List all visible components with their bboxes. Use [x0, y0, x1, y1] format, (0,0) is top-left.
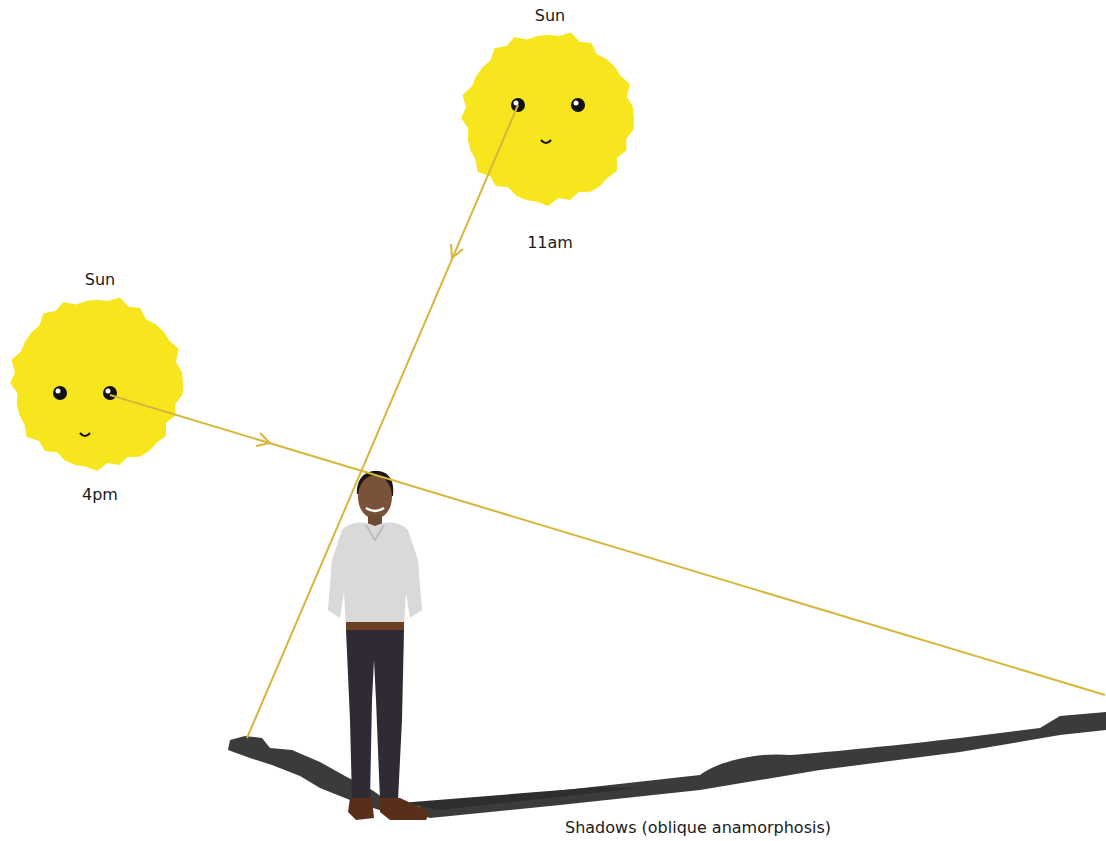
ray-arrowhead — [256, 433, 270, 446]
sun-heading: Sun — [445, 6, 655, 26]
sun-heading: Sun — [0, 270, 200, 290]
time-label: 11am — [445, 233, 655, 253]
ray-4pm — [110, 395, 1105, 695]
sun-face — [445, 0, 655, 262]
person — [328, 471, 430, 820]
time-label: 4pm — [0, 485, 200, 505]
sun-node: Sun 4pm — [0, 265, 200, 510]
long-shadow-legs — [400, 787, 640, 810]
caption-label: Shadows (oblique anamorphosis) — [565, 818, 831, 838]
ray-11am — [247, 105, 518, 738]
sun-face — [0, 265, 200, 510]
ray-arrowhead — [451, 244, 463, 258]
sun-node: Sun 11am — [445, 0, 655, 262]
